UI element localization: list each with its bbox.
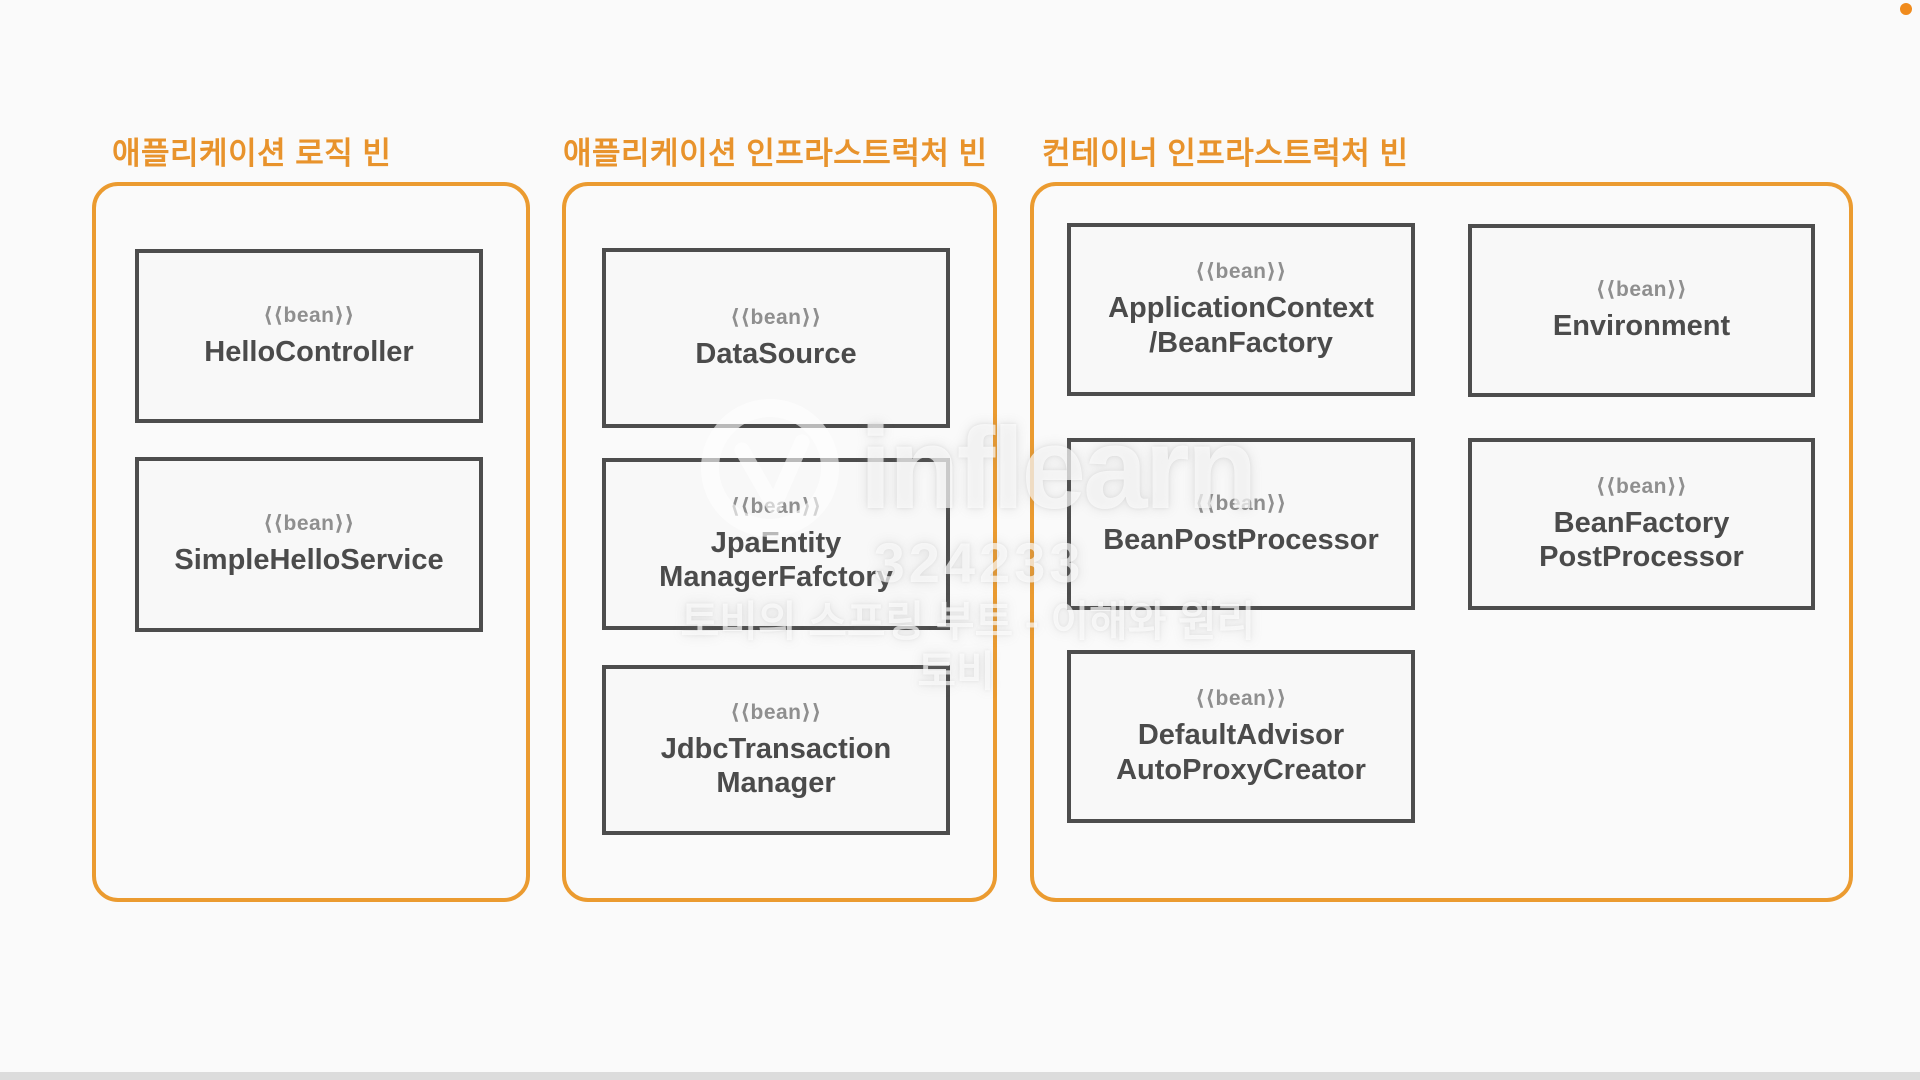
bean-name: DataSource [695, 337, 857, 370]
panel-title-container-infrastructure-beans: 컨테이너 인프라스트럭처 빈 [1042, 136, 1409, 171]
panel-title-application-infrastructure-beans: 애플리케이션 인프라스트럭처 빈 [563, 136, 988, 171]
bean-name: HelloController [204, 335, 414, 368]
bean-stereotype: ⟨⟨bean⟩⟩ [1195, 491, 1287, 515]
panel-application-logic-beans [92, 182, 530, 902]
bean-stereotype: ⟨⟨bean⟩⟩ [263, 303, 355, 327]
bean-box-applicationcontext-beanfactory: ⟨⟨bean⟩⟩ ApplicationContext /BeanFactory [1067, 223, 1415, 396]
panel-application-infrastructure-beans [562, 182, 997, 902]
bean-box-jpaentitymanagerfactory: ⟨⟨bean⟩⟩ JpaEntity ManagerFafctory [602, 458, 950, 630]
bean-stereotype: ⟨⟨bean⟩⟩ [1595, 278, 1688, 302]
bottom-edge-strip [0, 1072, 1920, 1080]
bean-box-defaultadvisorautoproxycreator: ⟨⟨bean⟩⟩ DefaultAdvisor AutoProxyCreator [1067, 650, 1415, 823]
bean-name: JdbcTransaction Manager [660, 732, 892, 799]
bean-box-environment: ⟨⟨bean⟩⟩ Environment [1468, 224, 1815, 397]
bean-box-hellocontroller: ⟨⟨bean⟩⟩ HelloController [135, 249, 483, 423]
bean-stereotype: ⟨⟨bean⟩⟩ [730, 305, 822, 329]
bean-stereotype: ⟨⟨bean⟩⟩ [730, 494, 822, 518]
bean-stereotype: ⟨⟨bean⟩⟩ [1195, 687, 1287, 711]
bean-name: ApplicationContext /BeanFactory [1108, 292, 1374, 359]
bean-box-datasource: ⟨⟨bean⟩⟩ DataSource [602, 248, 950, 428]
panel-title-application-logic-beans: 애플리케이션 로직 빈 [112, 136, 392, 171]
bean-name: DefaultAdvisor AutoProxyCreator [1116, 719, 1366, 786]
bean-box-simplehelloservice: ⟨⟨bean⟩⟩ SimpleHelloService [135, 457, 483, 632]
orange-corner-dot [1900, 3, 1912, 15]
bean-name: SimpleHelloService [174, 544, 444, 577]
bean-stereotype: ⟨⟨bean⟩⟩ [1595, 474, 1688, 498]
bean-stereotype: ⟨⟨bean⟩⟩ [730, 700, 822, 724]
bean-name: BeanPostProcessor [1103, 523, 1379, 556]
bean-box-beanpostprocessor: ⟨⟨bean⟩⟩ BeanPostProcessor [1067, 438, 1415, 610]
bean-name: JpaEntity ManagerFafctory [659, 526, 893, 593]
bean-box-beanfactorypostprocessor: ⟨⟨bean⟩⟩ BeanFactory PostProcessor [1468, 438, 1815, 610]
bean-stereotype: ⟨⟨bean⟩⟩ [263, 512, 355, 536]
bean-box-jdbctransactionmanager: ⟨⟨bean⟩⟩ JdbcTransaction Manager [602, 665, 950, 835]
bean-name: BeanFactory PostProcessor [1539, 506, 1744, 573]
panel-container-infrastructure-beans [1030, 182, 1853, 902]
bean-stereotype: ⟨⟨bean⟩⟩ [1195, 260, 1287, 284]
bean-name: Environment [1552, 310, 1731, 343]
